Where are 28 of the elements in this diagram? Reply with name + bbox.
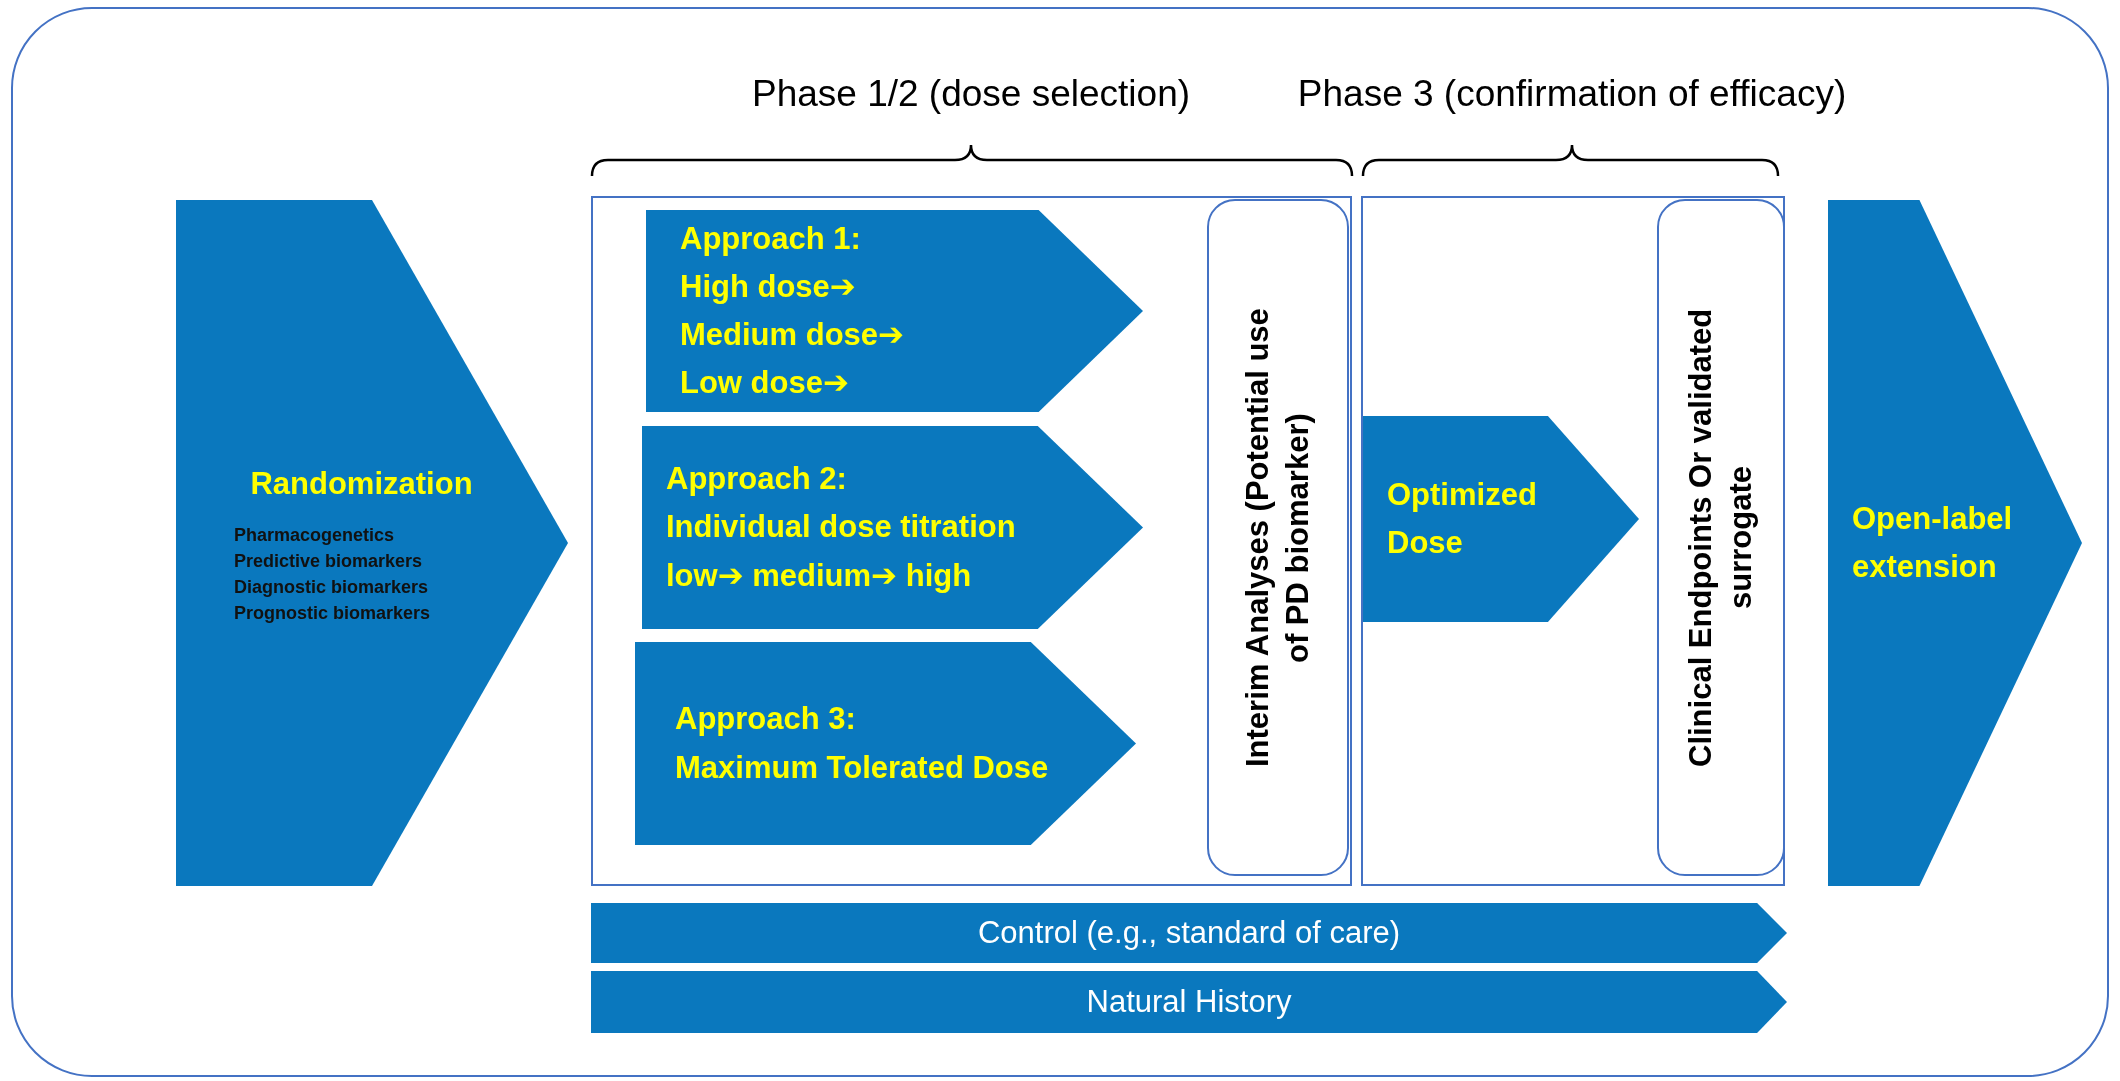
list-item: Pharmacogenetics xyxy=(234,523,396,547)
vertical-label: Interim Analyses (Potential use of PD biomarker) xyxy=(1238,307,1316,769)
step-heading: Approach 2: xyxy=(666,460,848,499)
step-text: Maximum Tolerated Dose xyxy=(675,748,1050,787)
phase-box xyxy=(1361,196,1785,886)
list-item: Prognostic biomarkers xyxy=(234,602,432,626)
step-text: Medium dose➔ xyxy=(680,316,906,354)
bar-label: Control (e.g., standard of care) xyxy=(977,915,1401,951)
vertical-label: Clinical Endpoints Or validated surrogate xyxy=(1681,307,1759,769)
pentagon-bar xyxy=(591,971,1787,1033)
list-item: Predictive biomarkers xyxy=(234,549,424,573)
step-text: Low dose➔ xyxy=(680,364,850,403)
step-text: Individual dose titration xyxy=(666,508,1017,547)
step-heading: Approach 3: xyxy=(675,700,857,739)
step-heading: Randomization xyxy=(249,464,474,503)
step-text: low➔ medium➔ high xyxy=(666,556,973,595)
phase-title: Phase 3 (confirmation of efficacy) xyxy=(1296,72,1848,116)
rounded-box xyxy=(1657,199,1785,876)
phase-box xyxy=(591,196,1352,886)
list-item: Diagnostic biomarkers xyxy=(234,576,430,599)
step-heading: Approach 1: xyxy=(680,219,862,258)
step-heading: Optimized Dose xyxy=(1387,475,1538,562)
pentagon-bar xyxy=(591,903,1787,963)
step-text: High dose➔ xyxy=(680,267,857,306)
rounded-box xyxy=(1207,199,1349,876)
bar-label: Natural History xyxy=(1086,984,1292,1020)
phase-title: Phase 1/2 (dose selection) xyxy=(750,72,1192,116)
step-heading: Open-label extension xyxy=(1852,499,2014,586)
